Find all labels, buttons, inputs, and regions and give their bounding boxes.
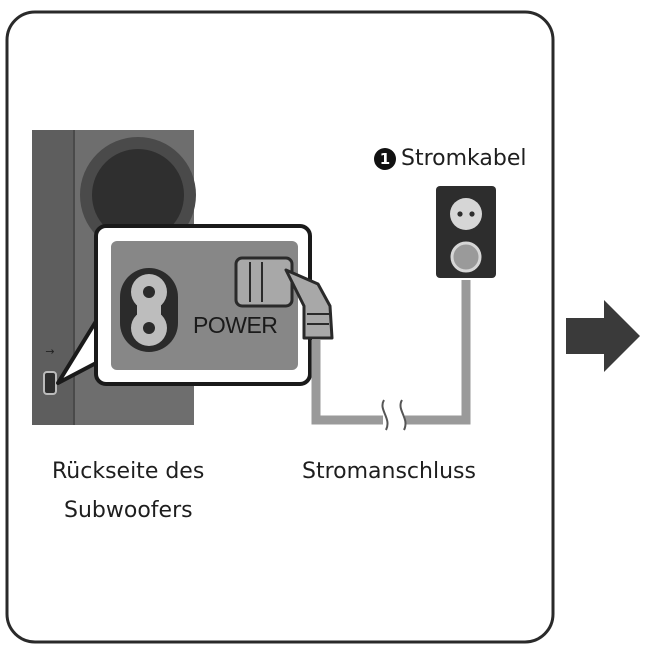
power-socket-icon xyxy=(436,186,496,278)
cable-break-icon xyxy=(381,399,407,431)
svg-text:→: → xyxy=(45,345,54,358)
next-step-arrow-icon xyxy=(566,300,640,372)
power-outlet-label: Stromanschluss xyxy=(302,459,476,484)
power-plug xyxy=(234,256,334,340)
subwoofer-small-port xyxy=(43,371,57,395)
power-cable xyxy=(311,340,383,425)
subwoofer-rear-label-line2: Subwoofers xyxy=(64,498,193,523)
power-inlet-icon xyxy=(120,268,178,352)
power-cord-label: Stromkabel xyxy=(401,146,527,171)
power-port-label: POWER xyxy=(193,312,278,338)
step-number-badge: 1 xyxy=(374,148,396,170)
subwoofer-rear-label-line1: Rückseite des xyxy=(52,459,205,484)
